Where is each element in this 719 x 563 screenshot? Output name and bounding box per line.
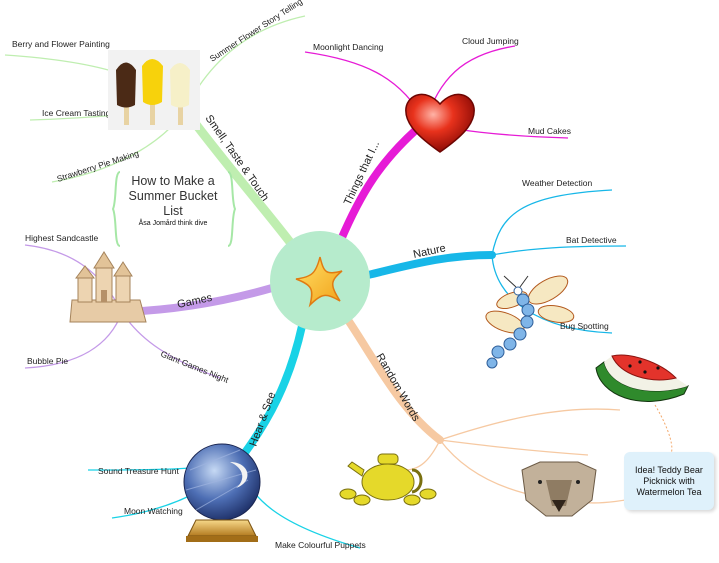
- watermelon-icon: [595, 354, 689, 402]
- moon-globe-icon: [183, 443, 261, 542]
- left-bracket: [112, 171, 121, 247]
- item-moon: Moon Watching: [124, 506, 183, 516]
- item-sandcastle: Highest Sandcastle: [25, 233, 99, 243]
- item-sound: Sound Treasure Hunt: [98, 466, 179, 476]
- item-cloud: Cloud Jumping: [462, 36, 519, 46]
- sandcastle-icon: [69, 251, 147, 323]
- item-berry-flower: Berry and Flower Painting: [12, 39, 110, 49]
- item-giant-games: Giant Games Night: [159, 349, 230, 386]
- callout-text: Idea! Teddy Bear Picknick with Watermelo…: [635, 464, 703, 497]
- heart-icon: [405, 93, 475, 153]
- item-mud: Mud Cakes: [528, 126, 571, 136]
- item-weather: Weather Detection: [522, 178, 593, 188]
- item-moonlight: Moonlight Dancing: [313, 42, 384, 52]
- item-bug: Bug Spotting: [560, 321, 609, 331]
- item-bat: Bat Detective: [566, 235, 617, 245]
- right-bracket: [227, 171, 236, 247]
- ice-cream-icon: [108, 50, 200, 130]
- title-text: How to Make a Summer Bucket List: [128, 174, 218, 218]
- starfish-icon: [295, 256, 343, 308]
- idea-callout[interactable]: Idea! Teddy Bear Picknick with Watermelo…: [624, 452, 714, 510]
- item-ice-cream: Ice Cream Tasting: [42, 108, 111, 118]
- teapot-icon: [339, 453, 437, 506]
- bear-icon: [521, 461, 597, 517]
- item-summer-flower: Summer Flower Story Telling: [208, 0, 305, 64]
- item-bubble: Bubble Pie: [27, 356, 68, 366]
- author-text: Åsa Jomård think dive: [138, 220, 208, 227]
- item-puppets: Make Colourful Puppets: [275, 540, 366, 550]
- branch-label-hear: Hear & See: [248, 390, 279, 448]
- map-title: How to Make a Summer Bucket List Åsa Jom…: [120, 174, 226, 227]
- dragonfly-icon: [485, 275, 575, 369]
- branch-label-random: Random Words: [373, 352, 422, 424]
